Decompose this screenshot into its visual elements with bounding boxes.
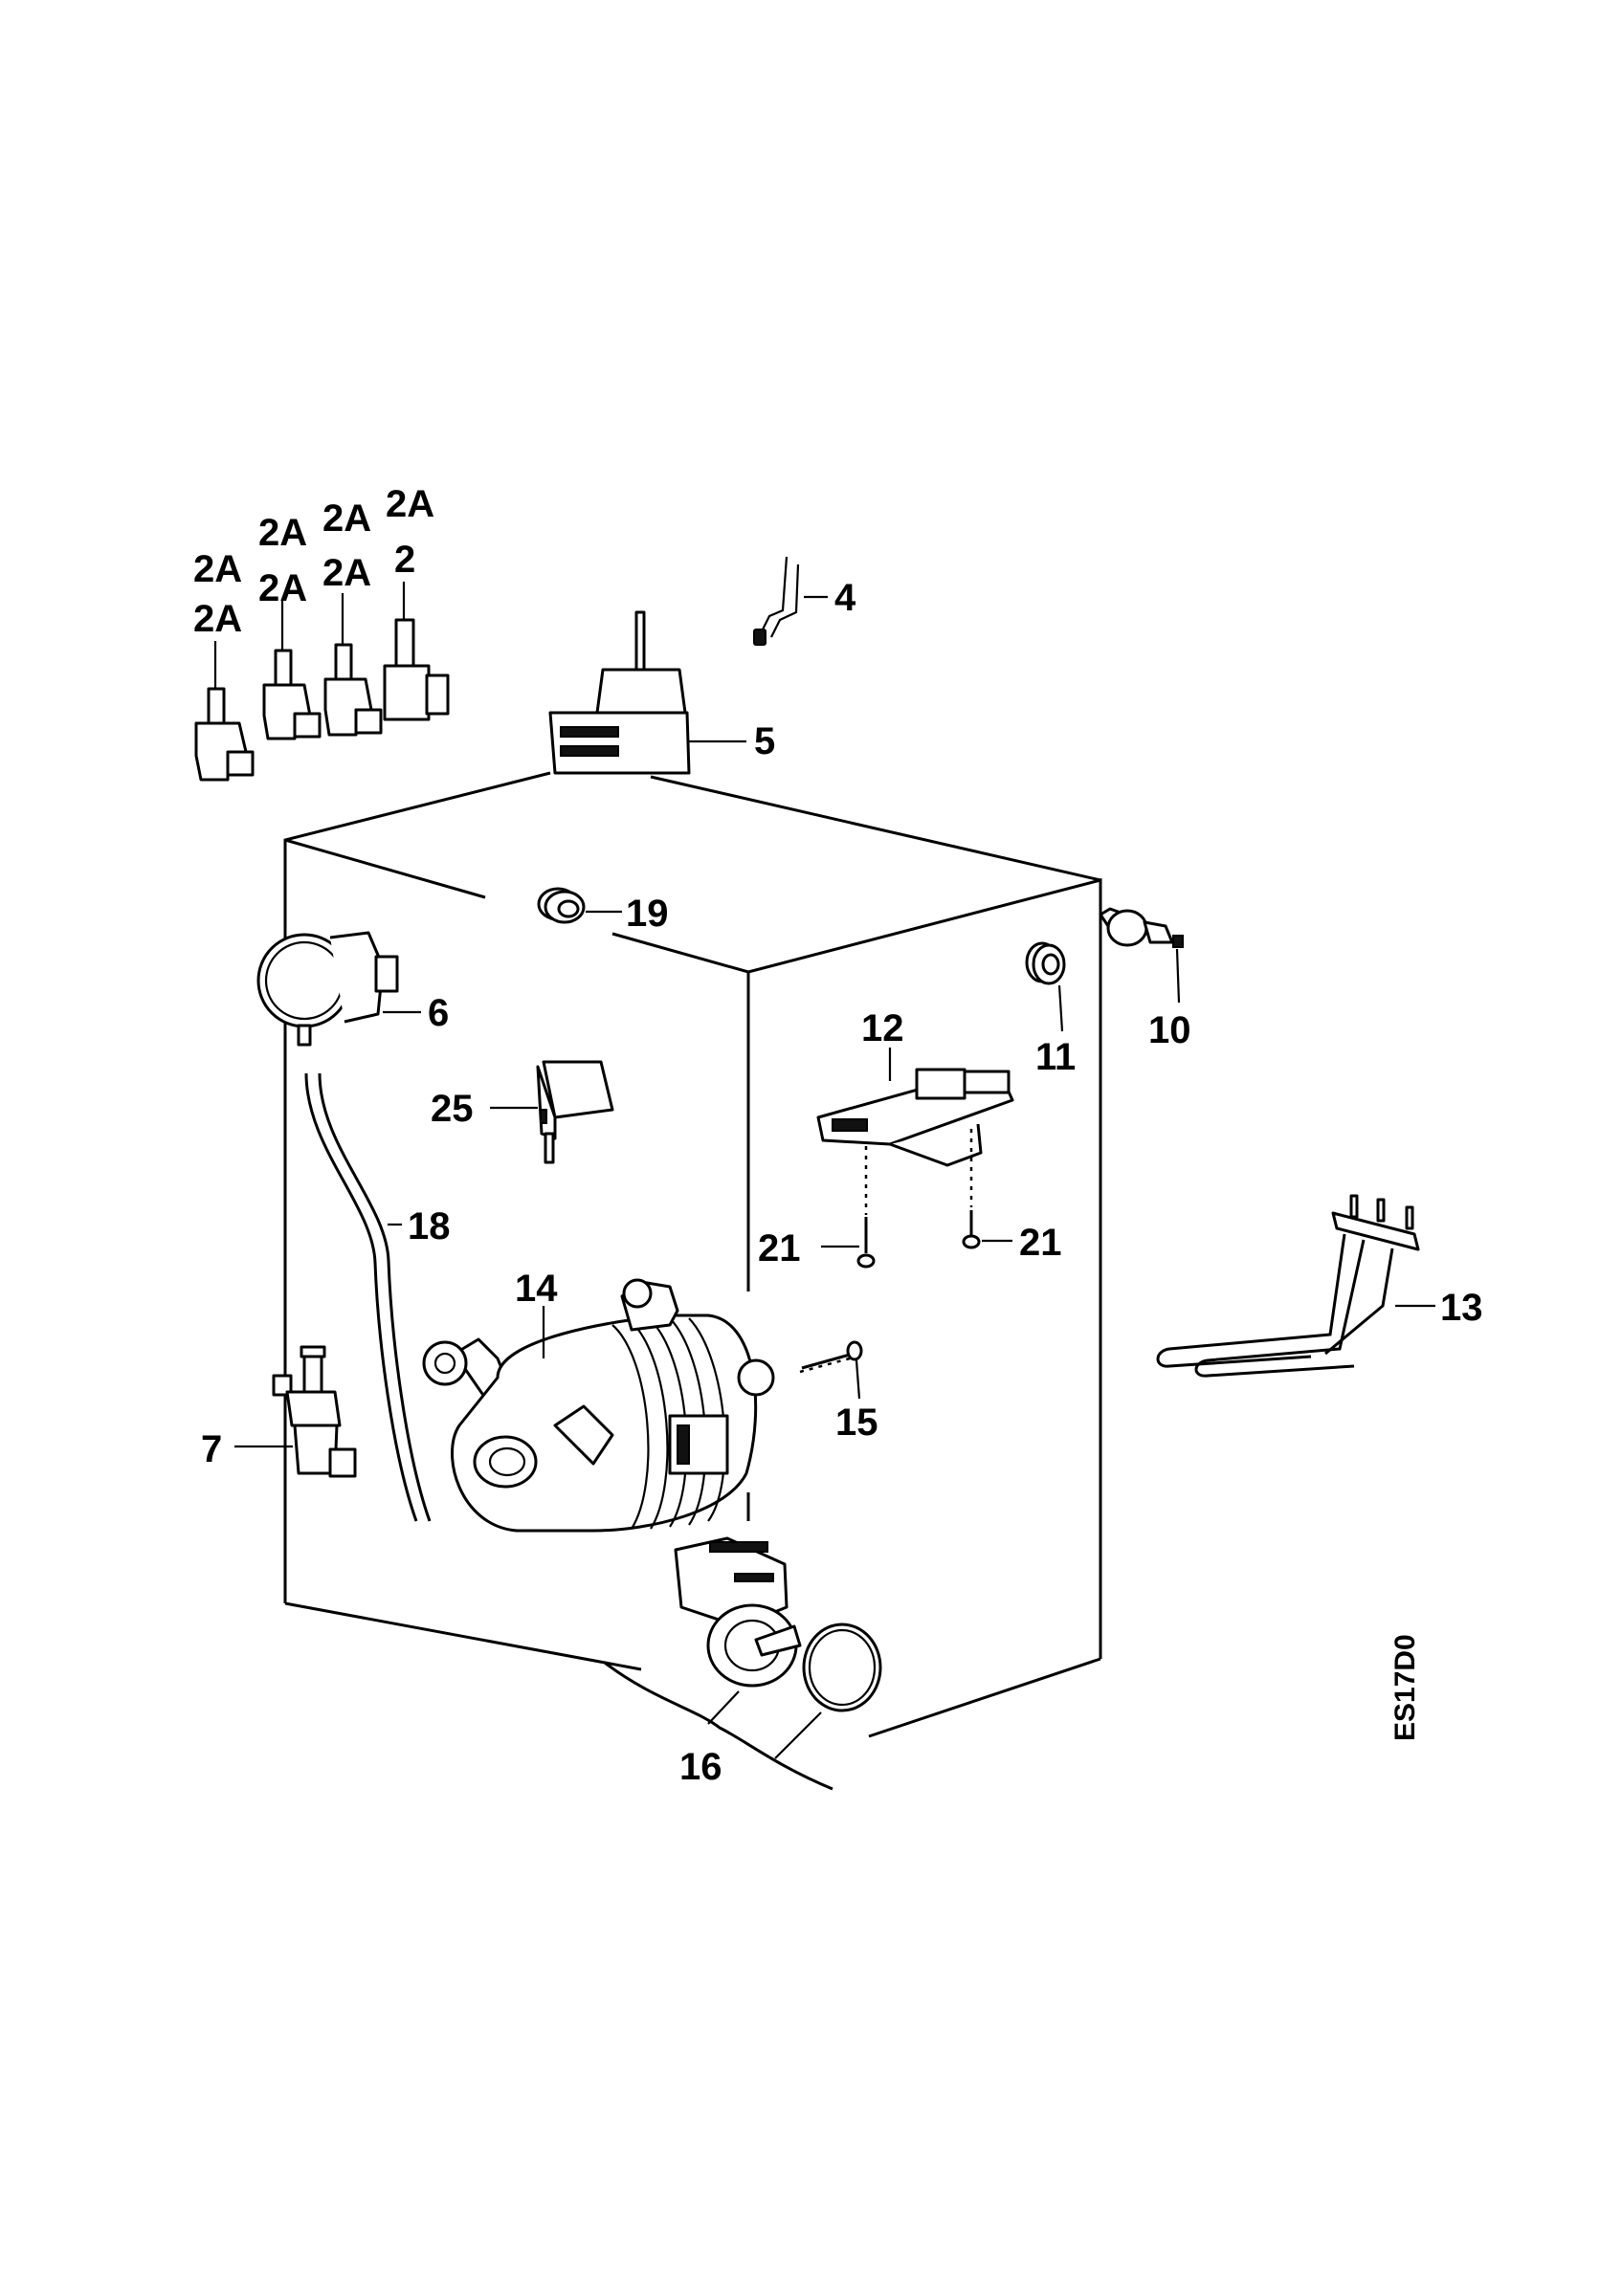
label-2-col4: 2 [394,539,415,581]
callout-labels: 2A 2A 2A 2A 2A 2A 2A 2 4 5 19 6 10 11 12… [193,483,1483,1788]
label-part-15: 15 [835,1402,878,1444]
label-2A-col1-bottom: 2A [193,598,242,640]
screw-part-21-lower [821,1146,876,1269]
label-part-25: 25 [431,1088,474,1130]
label-part-16: 16 [679,1746,722,1788]
screw-part-21-upper [962,1129,1012,1249]
label-part-12: 12 [861,1007,904,1049]
label-2A-col1-top: 2A [193,548,242,590]
motor-part-14 [422,1278,775,1533]
label-part-21-lower: 21 [758,1227,801,1269]
label-2A-col4-top: 2A [386,483,434,525]
drain-pump-part-16 [604,1536,882,1791]
label-part-7: 7 [201,1428,222,1470]
label-part-13: 13 [1440,1287,1483,1329]
wire-part-4 [753,556,828,646]
label-part-11: 11 [1035,1036,1076,1078]
selector-switch-col4 [383,582,450,721]
pressure-switch-part-6 [256,931,421,1047]
grommet-part-11 [1025,941,1066,1032]
inlet-valve-part-7 [234,1345,357,1478]
label-part-21-upper: 21 [1019,1222,1062,1264]
cabinet-outline [283,771,1102,1738]
selector-switch-col1 [194,641,255,782]
label-2A-col3-bottom: 2A [322,552,371,594]
diagram-code: ES17D0 [1389,1634,1421,1741]
label-part-19: 19 [626,893,669,935]
selector-switch-col2 [262,601,322,740]
label-part-10: 10 [1148,1009,1191,1051]
heating-element-part-13 [1156,1194,1435,1378]
relay-part-25 [490,1060,614,1164]
selector-switch-col3 [323,593,383,737]
label-part-6: 6 [428,992,449,1034]
label-part-5: 5 [754,720,775,762]
programmer-timer-part-5 [548,610,746,775]
label-2A-col2-bottom: 2A [258,567,307,609]
door-interlock-part-12 [816,1048,1014,1167]
thermostat-part-10 [1099,907,1184,1004]
hose-part-18 [304,1072,432,1522]
screw-part-15 [799,1340,863,1400]
label-part-4: 4 [834,577,856,619]
label-2A-col2-top: 2A [258,512,307,554]
grommet-part-19 [537,887,622,924]
label-part-14: 14 [515,1268,558,1310]
label-2A-col3-top: 2A [322,497,371,540]
label-part-18: 18 [408,1205,451,1247]
